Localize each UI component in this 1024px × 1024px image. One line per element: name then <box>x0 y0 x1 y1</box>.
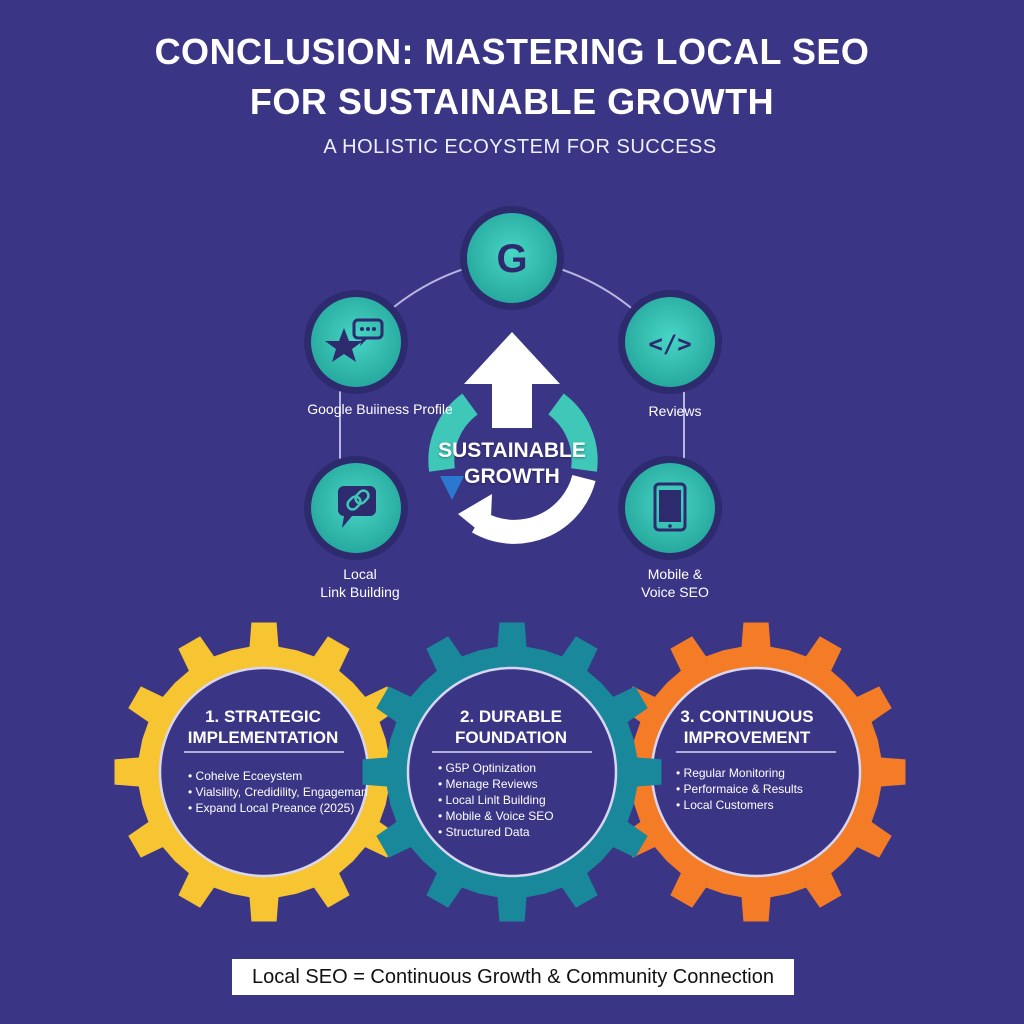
google-g-icon: G <box>496 237 527 281</box>
page-subtitle: A HOLISTIC ECOYSTEM FOR SUCCESS <box>323 136 717 158</box>
node-business-profile <box>304 290 408 394</box>
list-item: Expand Local Preance (2025) <box>188 800 373 816</box>
list-item: Menage Reviews <box>438 776 608 792</box>
gear2-list: G5P Optinization Menage Reviews Local Li… <box>438 760 608 840</box>
center-line2: GROWTH <box>464 465 560 488</box>
gear3-title-line2: IMPROVEMENT <box>683 728 811 747</box>
node-label-business-profile: Google Buiiness Profile <box>307 401 453 417</box>
node-google: G <box>460 206 564 310</box>
code-icon: </> <box>648 330 691 358</box>
page-title-line1: CONCLUSION: MASTERING LOCAL SEO <box>154 31 870 72</box>
node-label-reviews: Reviews <box>648 403 702 419</box>
gear3-list: Regular Monitoring Performaice & Results… <box>676 765 836 813</box>
node-label-link-line2: Link Building <box>320 584 400 600</box>
list-item: Regular Monitoring <box>676 765 836 781</box>
node-label-mobile-line2: Voice SEO <box>641 584 709 600</box>
footer-summary: Local SEO = Continuous Growth & Communit… <box>232 959 794 995</box>
node-label-link-line1: Local <box>343 566 377 582</box>
list-item: Local Customers <box>676 797 836 813</box>
gear3-title: 3. CONTINUOUS IMPROVEMENT <box>652 706 842 748</box>
link-chat-icon <box>338 486 376 528</box>
node-mobile-voice <box>618 456 722 560</box>
node-label-mobile-line1: Mobile & <box>647 566 703 582</box>
page-title-line2: FOR SUSTAINABLE GROWTH <box>249 81 775 122</box>
gear2-title-line1: 2. DURABLE <box>459 707 562 726</box>
node-label-mobile-voice: Mobile & Voice SEO <box>610 565 740 601</box>
gear2-title: 2. DURABLE FOUNDATION <box>416 706 606 748</box>
node-label-link-building: Local Link Building <box>290 565 430 601</box>
smartphone-icon <box>653 482 687 532</box>
list-item: Coheive Ecoeystem <box>188 768 373 784</box>
list-item: Vialsility, Credidility, Engageman <box>188 784 370 800</box>
gear2-title-line2: FOUNDATION <box>454 728 568 747</box>
up-arrow-icon <box>464 332 560 428</box>
list-item: G5P Optinization <box>438 760 608 776</box>
list-item: Local Linlt Building <box>438 792 608 808</box>
gear3-title-line1: 3. CONTINUOUS <box>680 707 814 726</box>
growth-cycle-icon <box>428 393 598 544</box>
gear1-title-line2: IMPLEMENTATION <box>187 728 339 747</box>
node-link-building <box>304 456 408 560</box>
center-line1: SUSTAINABLE <box>438 439 586 462</box>
gear1-list: Coheive Ecoeystem Vialsility, Credidilit… <box>188 768 373 816</box>
list-item: Mobile & Voice SEO <box>438 808 608 824</box>
gear1-title-line1: 1. STRATEGIC <box>205 707 321 726</box>
node-reviews: </> <box>618 290 722 394</box>
list-item: Performaice & Results <box>676 781 836 797</box>
star-chat-icon <box>325 318 384 362</box>
gear1-title: 1. STRATEGIC IMPLEMENTATION <box>168 706 358 748</box>
center-growth-label: SUSTAINABLE GROWTH <box>412 438 612 490</box>
list-item: Structured Data <box>438 824 608 840</box>
